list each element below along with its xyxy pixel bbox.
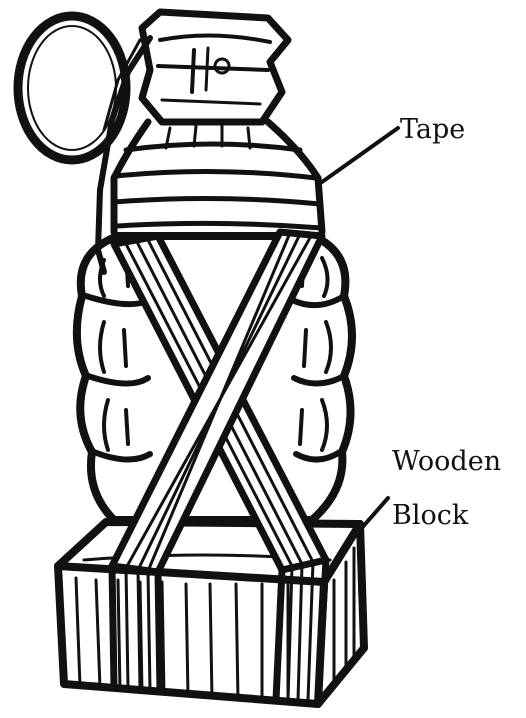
fuze-head [142,12,288,122]
tape-label: Tape [400,116,465,143]
wooden-block-label-line2: Block [392,502,468,529]
grenade-neck [114,122,322,232]
wooden-block-label-line1: Wooden [392,448,501,475]
tape-callout-line [322,128,398,182]
